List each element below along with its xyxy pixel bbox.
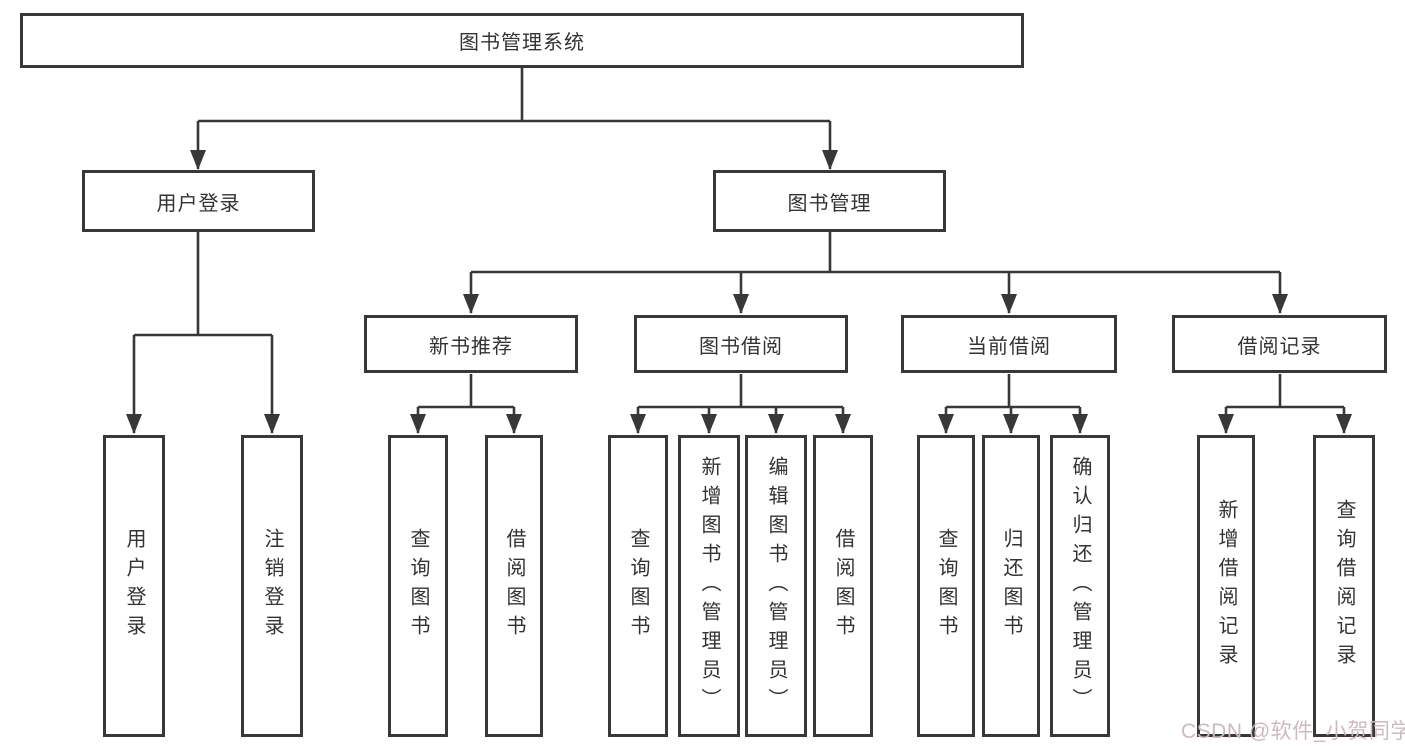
leaf-current-return-books: 归还图书	[982, 435, 1040, 737]
node-label: 新书推荐	[429, 335, 513, 358]
leaf-current-query-books: 查询图书	[917, 435, 975, 737]
node-label: 注销登录	[261, 528, 283, 644]
node-label: 图书管理	[787, 192, 872, 215]
leaf-logout: 注销登录	[241, 435, 303, 737]
node-new-book-recommend: 新书推荐	[364, 315, 578, 373]
leaf-current-confirm-return-admin: 确认归还（管理员）	[1050, 435, 1110, 737]
leaf-records-query-record: 查询借阅记录	[1313, 435, 1375, 737]
node-label: 编辑图书（管理员）	[765, 455, 787, 717]
node-label: 新增图书（管理员）	[698, 455, 720, 717]
node-book-management: 图书管理	[713, 170, 946, 232]
leaf-user-login: 用户登录	[103, 435, 165, 737]
leaf-records-add-record: 新增借阅记录	[1197, 435, 1255, 737]
node-library-system: 图书管理系统	[20, 13, 1024, 68]
leaf-borrow-edit-books-admin: 编辑图书（管理员）	[745, 435, 807, 737]
node-label: 借阅图书	[503, 528, 525, 644]
node-label: 借阅图书	[832, 528, 854, 644]
node-label: 查询图书	[407, 528, 429, 644]
node-label: 用户登录	[123, 528, 145, 644]
node-label: 查询图书	[627, 528, 649, 644]
node-label: 查询图书	[935, 528, 957, 644]
node-label: 图书管理系统	[459, 32, 585, 54]
node-label: 新增借阅记录	[1215, 499, 1237, 673]
node-label: 图书借阅	[699, 335, 783, 358]
leaf-borrow-add-books-admin: 新增图书（管理员）	[678, 435, 740, 737]
leaf-recommend-borrow-books: 借阅图书	[485, 435, 543, 737]
leaf-borrow-borrow-books: 借阅图书	[813, 435, 873, 737]
node-label: 归还图书	[1000, 528, 1022, 644]
node-book-borrowing: 图书借阅	[634, 315, 848, 373]
node-label: 借阅记录	[1237, 335, 1322, 358]
node-label: 确认归还（管理员）	[1069, 455, 1091, 717]
node-borrowing-records: 借阅记录	[1172, 315, 1387, 373]
node-user-login: 用户登录	[82, 170, 315, 232]
node-label: 当前借阅	[967, 335, 1051, 358]
leaf-borrow-query-books: 查询图书	[608, 435, 668, 737]
leaf-recommend-query-books: 查询图书	[388, 435, 448, 737]
node-label: 用户登录	[156, 192, 241, 215]
node-current-borrowing: 当前借阅	[901, 315, 1117, 373]
watermark: CSDN @软件_小贺同学	[1181, 720, 1405, 743]
node-label: 查询借阅记录	[1333, 499, 1355, 673]
